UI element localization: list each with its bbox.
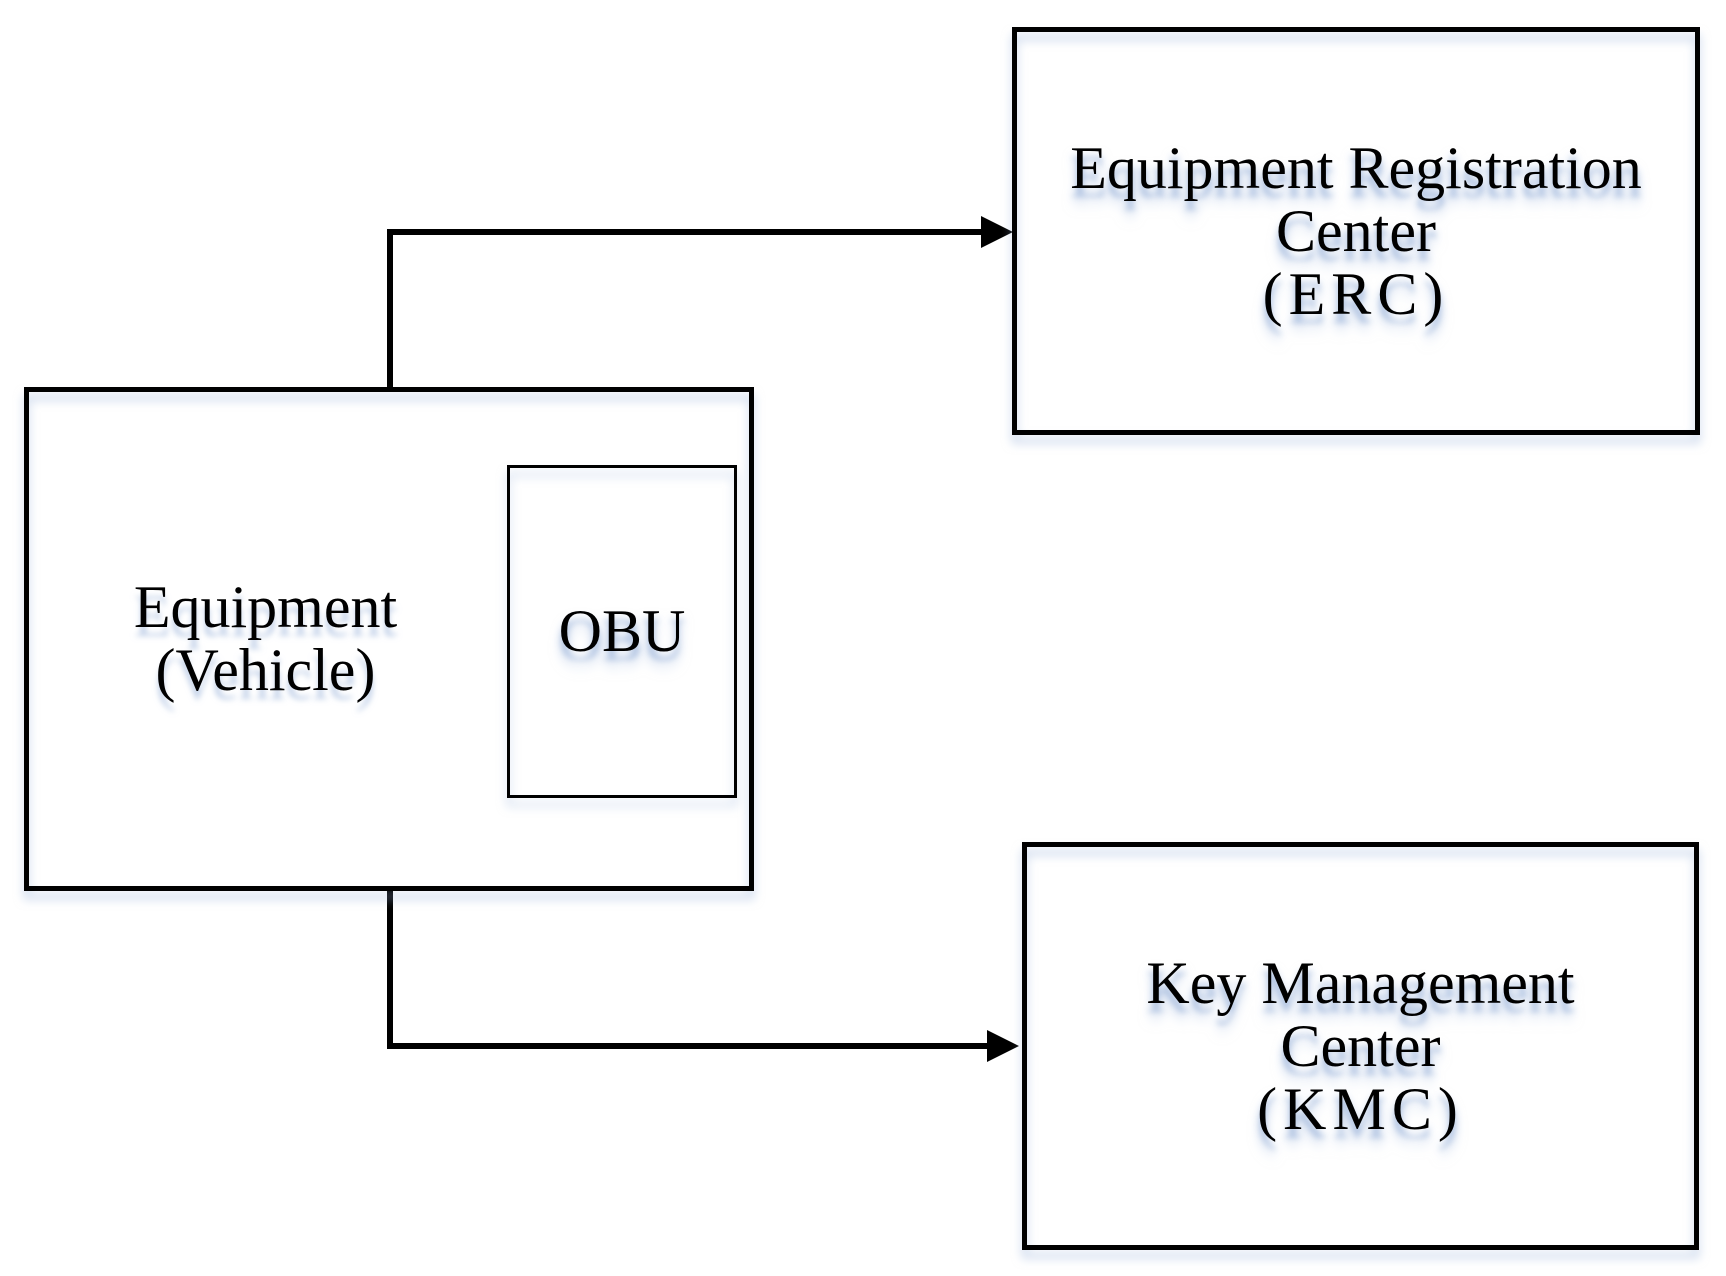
erc-label: Equipment Registration Center (ERC)	[1070, 134, 1642, 327]
obu-label: OBU	[558, 598, 686, 664]
equipment-vehicle-box	[24, 387, 754, 891]
arrowhead-into-erc	[981, 216, 1013, 248]
connector-equipment-to-erc-vertical	[387, 229, 393, 389]
connector-equipment-to-kmc-horizontal	[387, 1043, 988, 1049]
kmc-label-line2: Center	[1280, 1012, 1441, 1079]
equipment-vehicle-label-area: Equipment (Vehicle)	[24, 387, 507, 891]
erc-box: Equipment Registration Center (ERC)	[1012, 27, 1700, 435]
kmc-label-line1: Key Management	[1146, 949, 1575, 1016]
kmc-label-line3: (KMC)	[1257, 1075, 1464, 1142]
erc-label-line1: Equipment Registration	[1070, 134, 1642, 201]
connector-equipment-to-kmc-vertical	[387, 888, 393, 1049]
erc-label-line3: (ERC)	[1262, 260, 1450, 327]
obu-box: OBU	[507, 465, 737, 798]
equipment-label-line1: Equipment	[133, 574, 398, 640]
equipment-vehicle-label: Equipment (Vehicle)	[134, 576, 397, 702]
erc-label-line2: Center	[1276, 197, 1436, 264]
arrowhead-into-kmc	[987, 1030, 1019, 1062]
connector-equipment-to-erc-horizontal	[387, 229, 984, 235]
kmc-label: Key Management Center (KMC)	[1146, 949, 1575, 1142]
kmc-box: Key Management Center (KMC)	[1022, 842, 1699, 1250]
equipment-label-line2: (Vehicle)	[155, 637, 376, 703]
